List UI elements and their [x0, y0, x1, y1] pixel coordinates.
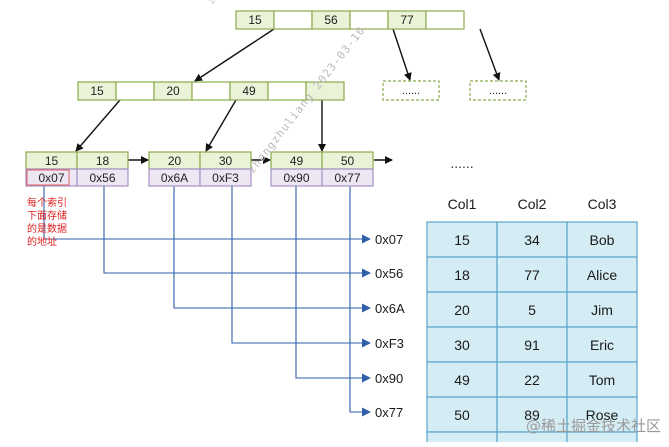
table-cell-value: Tom: [589, 372, 615, 388]
root-key-label: 56: [324, 13, 338, 27]
address-label: 0xF3: [375, 336, 404, 351]
table-cell: [566, 396, 638, 433]
leaf-pointer-cell: [76, 168, 129, 187]
leaf-key-label: 20: [168, 154, 182, 168]
table-cell-value: 15: [454, 232, 470, 248]
placeholder-node: [382, 80, 440, 101]
leaf-key-label: 30: [219, 154, 233, 168]
table-cell-value: 89: [524, 407, 540, 423]
table-cell-value: 22: [524, 372, 540, 388]
address-label: 0x56: [375, 266, 403, 281]
table-cell-value: 30: [454, 337, 470, 353]
table-cell-value: 5: [528, 302, 536, 318]
address-pointer-line: [231, 186, 371, 348]
table-cell-value: 20: [454, 302, 470, 318]
leaf-key-label: 49: [290, 154, 304, 168]
leaf-pointer-label: 0xF3: [212, 171, 239, 185]
leaf-pointer-cell: [199, 168, 252, 187]
tree-pointer-arrow: [194, 28, 275, 82]
internal-key-cell: [305, 81, 345, 101]
internal-pointer-cell: [115, 81, 155, 101]
tree-pointer-arrow: [205, 99, 237, 152]
leaf-key-label: 18: [96, 154, 110, 168]
table-cell-value: 34: [524, 232, 540, 248]
internal-key-label: 20: [166, 84, 180, 98]
leaf-pointer-cell: [321, 168, 374, 187]
table-cell-value: Rose: [586, 407, 619, 423]
address-pointer-line: [103, 186, 371, 278]
placeholder-label: ......: [402, 85, 420, 97]
address-label: 0x90: [375, 371, 403, 386]
annotation-line: 每个索引: [27, 196, 67, 209]
annotation-line: 的是数据: [27, 222, 67, 235]
table-cell-partial: [426, 431, 498, 445]
table-cell: [566, 221, 638, 258]
address-label: 0x77: [375, 405, 403, 420]
table-cell-value: Eric: [590, 337, 614, 353]
annotation-line: 的地址: [27, 235, 57, 248]
root-key-label: 77: [400, 13, 414, 27]
table-cell-value: 49: [454, 372, 470, 388]
leaf-key-label: 15: [45, 154, 59, 168]
placeholder-node: [469, 80, 527, 101]
internal-key-label: 15: [90, 84, 104, 98]
table-cell-value: 18: [454, 267, 470, 283]
address-pointer-line: [173, 186, 371, 313]
leaf-pointer-label: 0x07: [38, 171, 64, 185]
leaf-continuation: ......: [450, 155, 473, 171]
table-cell-value: Bob: [590, 232, 615, 248]
annotation-line: 下面存储: [27, 209, 67, 222]
leaf-pointer-label: 0x77: [334, 171, 360, 185]
table-cell-value: 91: [524, 337, 540, 353]
table-cell: [496, 221, 568, 258]
table-cell-value: 77: [524, 267, 540, 283]
table-cell-value: Jim: [591, 302, 613, 318]
internal-key-label: 49: [242, 84, 256, 98]
address-label: 0x07: [375, 232, 403, 247]
tree-pointer-arrow: [75, 99, 121, 152]
table-cell: [426, 291, 498, 328]
address-pointer-line: [349, 186, 371, 417]
root-key-label: 15: [248, 13, 262, 27]
address-label: 0x6A: [375, 301, 405, 316]
table-cell: [426, 326, 498, 363]
address-pointer-line: [295, 186, 371, 383]
root-pointer-cell: [273, 10, 313, 30]
site-watermark: @稀土掘金技术社区: [525, 417, 661, 435]
highlight-box: [26, 169, 70, 186]
placeholder-label: ......: [489, 85, 507, 97]
leaf-pointer-label: 0x56: [89, 171, 115, 185]
address-pointer-line: [43, 186, 371, 244]
table-cell-value: 50: [454, 407, 470, 423]
table-header: Col1: [448, 196, 477, 212]
leaf-pointer-label: 0x90: [283, 171, 309, 185]
tree-pointer-arrow: [392, 28, 412, 81]
leaf-pointer-label: 0x6A: [161, 171, 188, 185]
table-cell-value: Alice: [587, 267, 618, 283]
tree-pointer-arrow: [479, 28, 501, 81]
internal-pointer-cell: [191, 81, 231, 101]
table-cell: [566, 326, 638, 363]
table-cell: [566, 256, 638, 293]
table-header: Col3: [588, 196, 617, 212]
table-cell: [426, 361, 498, 398]
leaf-key-label: 50: [341, 154, 355, 168]
table-header: Col2: [518, 196, 547, 212]
root-pointer-cell: [425, 10, 465, 30]
